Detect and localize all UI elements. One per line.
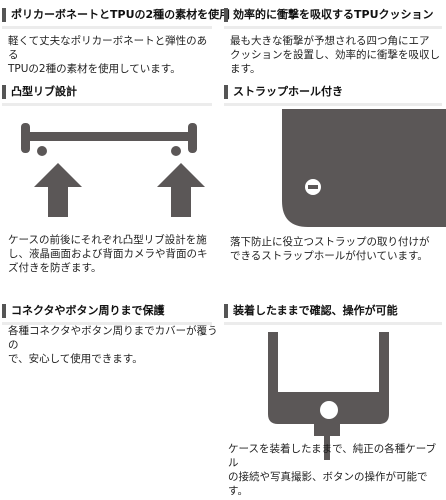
section-strap-hole: ストラップホール付き 落下防止に役立つストラップの取り付けが できるストラップホ… [224,83,446,273]
section-convex-rib: 凸型リブ設計 ケースの前後にそれぞれ凸型リブ設計を施 し、液晶画面および背面カメ… [2,83,218,283]
section-title: 凸型リブ設計 [2,83,77,101]
section-title: ポリカーボネートとTPUの2種の素材を使用 [2,6,230,24]
section-tpu-cushion: 効率的に衝撃を吸収するTPUクッション 最も大きな衝撃が予想される四つ角にエア … [224,6,446,76]
section-divider [224,103,442,106]
section-description: 最も大きな衝撃が予想される四つ角にエア クッションを設置し、効率的に衝撃を吸収し… [230,35,440,75]
section-materials: ポリカーボネートとTPUの2種の素材を使用 軽くて丈夫なポリカーボネートと弾性の… [2,6,230,75]
section-divider [2,322,212,325]
case-cable-illustration [268,332,389,460]
section-description: ケースを装着したままで、純正の各種ケーブル の接続や写真撮影、ボタンの操作が可能… [228,443,437,497]
section-operable-with-case: 装着したままで確認、操作が可能 ケースを装着したままで、純正の各種ケーブル の接… [224,302,446,500]
section-description: 軽くて丈夫なポリカーボネートと弾性のある TPUの2種の素材を使用しています。 [8,35,208,75]
section-description: 落下防止に役立つストラップの取り付けが できるストラップホールが付いています。 [230,236,430,262]
strap-hole-illustration [282,109,446,227]
section-divider [2,103,212,106]
section-description: 各種コネクタやボタン周りまでカバーが覆うの で、安心して使用できます。 [8,325,218,365]
section-divider [224,322,442,325]
section-connector-protection: コネクタやボタン周りまで保護 各種コネクタやボタン周りまでカバーが覆うの で、安… [2,302,218,365]
rib-illustration [21,123,205,217]
section-title: コネクタやボタン周りまで保護 [2,302,165,320]
section-description: ケースの前後にそれぞれ凸型リブ設計を施 し、液晶画面および背面カメラや背面のキ … [8,234,208,274]
section-title: 効率的に衝撃を吸収するTPUクッション [224,6,434,24]
section-title: ストラップホール付き [224,83,343,101]
section-divider [2,26,212,29]
section-title: 装着したままで確認、操作が可能 [224,302,398,320]
section-divider [224,26,442,29]
